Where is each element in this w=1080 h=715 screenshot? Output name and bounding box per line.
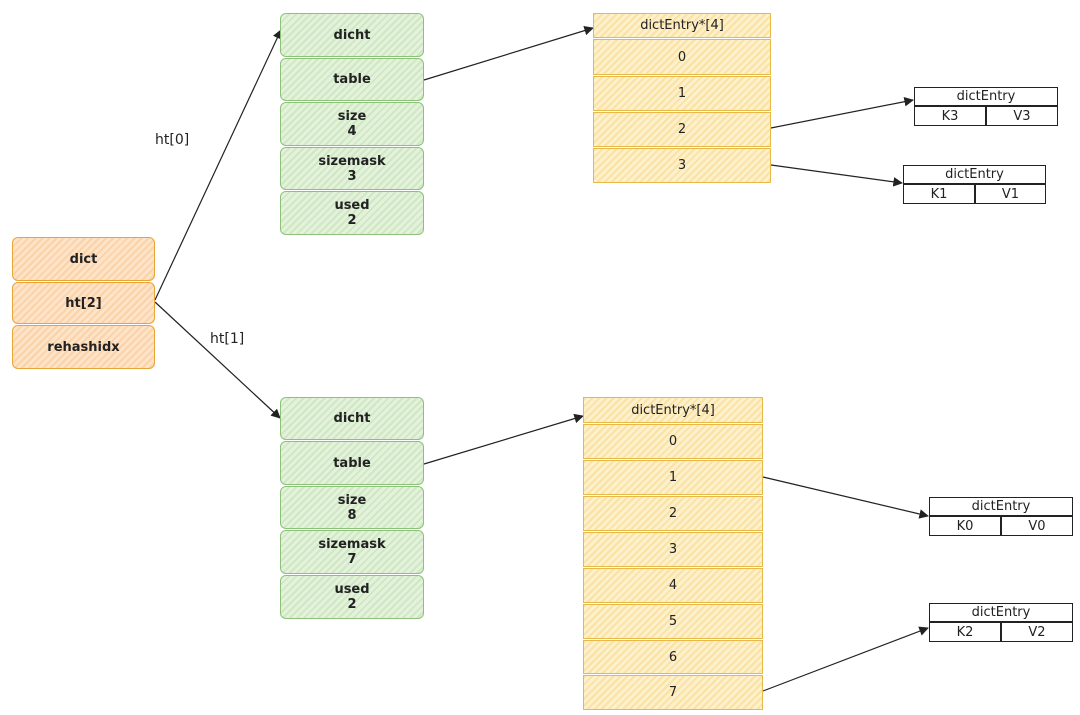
dicht0-size-value: 4 bbox=[347, 124, 357, 139]
arrow-ht1 bbox=[154, 301, 281, 419]
table1-slot-2: 2 bbox=[583, 496, 763, 531]
arrow-table1 bbox=[423, 413, 584, 465]
table1-slot-7: 7 bbox=[583, 675, 763, 710]
dicht1-table-title: table bbox=[333, 455, 371, 471]
entry-k2-title: dictEntry bbox=[929, 603, 1073, 622]
table0-slot-3: 3 bbox=[593, 148, 771, 183]
dicht1-row-dicht: dicht bbox=[280, 397, 424, 440]
arrow-table0 bbox=[423, 25, 594, 81]
dicht0-used-title: used bbox=[334, 198, 370, 213]
entry-k2-value: V2 bbox=[1001, 622, 1073, 642]
dicht1-used-title: used bbox=[334, 582, 370, 597]
table0-slot-0: 0 bbox=[593, 39, 771, 75]
table0-header: dictEntry*[4] bbox=[593, 13, 771, 38]
table0-slot-2: 2 bbox=[593, 112, 771, 147]
arrow-ht0 bbox=[154, 29, 282, 301]
entry-k1-title: dictEntry bbox=[903, 165, 1046, 184]
dicht1-row-table: table bbox=[280, 441, 424, 485]
dicht0-size-title: size bbox=[337, 109, 367, 124]
ht1-label: ht[1] bbox=[210, 331, 245, 347]
entry-k3-value: V3 bbox=[986, 106, 1058, 126]
arrow-slot1-entry-k0 bbox=[762, 476, 929, 519]
table1-slot-4: 4 bbox=[583, 568, 763, 603]
dicht0-sizemask-title: sizemask bbox=[318, 153, 386, 169]
entry-k0-value: V0 bbox=[1001, 516, 1073, 536]
dict-row-rehashidx: rehashidx bbox=[12, 325, 155, 369]
dicht0-table-title: table bbox=[333, 72, 371, 87]
dict-row-ht: ht[2] bbox=[12, 282, 155, 324]
arrow-slot3-entry-k1 bbox=[770, 164, 903, 187]
dicht0-sizemask-value: 3 bbox=[347, 168, 357, 184]
entry-k3-title: dictEntry bbox=[914, 87, 1058, 106]
arrow-slot7-entry-k2 bbox=[762, 626, 929, 692]
dicht1-size-value: 8 bbox=[347, 507, 357, 523]
table1-slot-5: 5 bbox=[583, 604, 763, 639]
ht0-label: ht[0] bbox=[155, 132, 190, 148]
entry-k0-title: dictEntry bbox=[929, 497, 1073, 516]
table1-header: dictEntry*[4] bbox=[583, 397, 763, 423]
dicht1-used-value: 2 bbox=[347, 597, 357, 612]
entry-k0-key: K0 bbox=[929, 516, 1001, 536]
arrow-slot2-entry-k3 bbox=[770, 96, 914, 129]
table1-slot-1: 1 bbox=[583, 460, 763, 495]
dicht0-used-value: 2 bbox=[347, 213, 357, 228]
dicht0-row-table: table bbox=[280, 58, 424, 101]
dicht1-dicht-title: dicht bbox=[333, 411, 371, 426]
dicht1-size-title: size bbox=[337, 492, 367, 508]
entry-k3-key: K3 bbox=[914, 106, 986, 126]
table1-slot-6: 6 bbox=[583, 640, 763, 674]
entry-k1-value: V1 bbox=[975, 184, 1046, 204]
dicht0-row-dicht: dicht bbox=[280, 13, 424, 57]
dicht1-sizemask-title: sizemask bbox=[318, 537, 386, 552]
table0-slot-1: 1 bbox=[593, 76, 771, 111]
entry-k1-key: K1 bbox=[903, 184, 975, 204]
table1-slot-3: 3 bbox=[583, 532, 763, 567]
dicht0-dicht-title: dicht bbox=[333, 27, 371, 43]
entry-k2-key: K2 bbox=[929, 622, 1001, 642]
table1-slot-0: 0 bbox=[583, 424, 763, 459]
dict-row-dict: dict bbox=[12, 237, 155, 281]
dicht1-sizemask-value: 7 bbox=[347, 552, 357, 567]
